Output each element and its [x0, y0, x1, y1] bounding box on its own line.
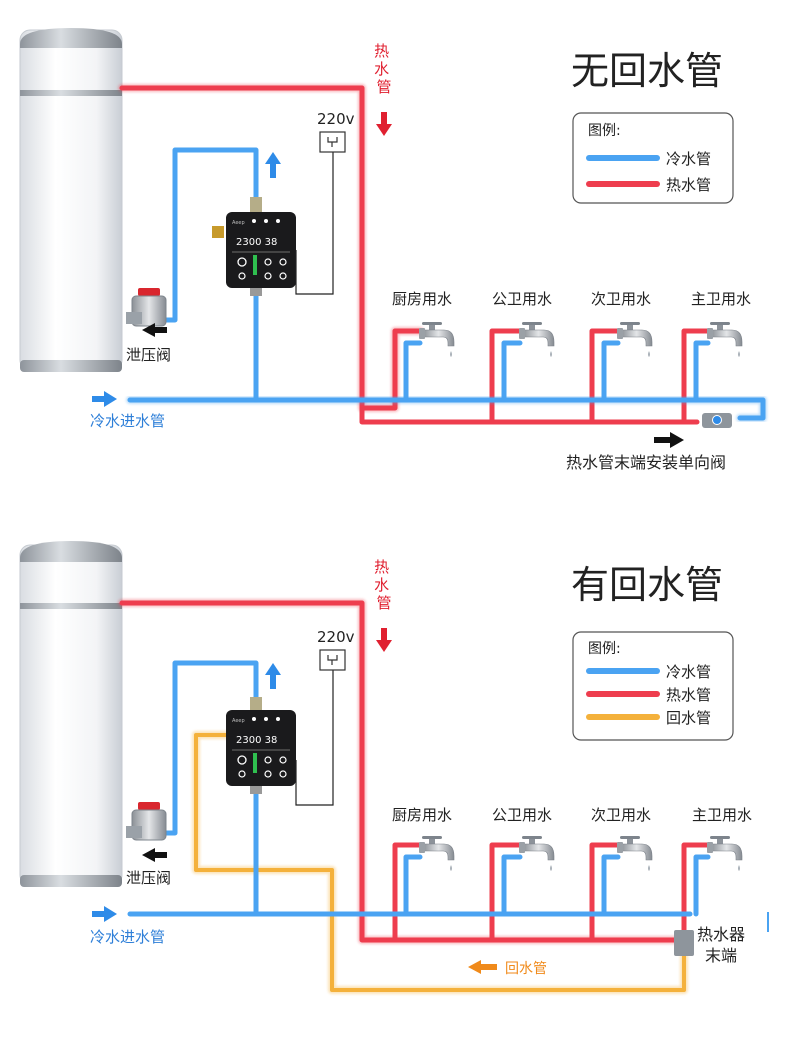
relief-valve-label: 泄压阀 — [126, 346, 171, 364]
hot-water-pipe — [118, 84, 711, 425]
diagram-title: 有回水管 — [571, 563, 723, 607]
hot-flow-arrow-down — [376, 112, 392, 136]
relief-valve-arrow — [142, 848, 167, 862]
legend-item-cold: 冷水管 — [666, 663, 711, 681]
cold-inlet-arrow — [92, 906, 117, 922]
hot-pipe-label: 热 水 管 — [374, 558, 394, 612]
return-flow-arrow — [468, 960, 497, 974]
pump-brand-text: Aeep — [232, 718, 245, 724]
hot-flow-arrow-down — [376, 628, 392, 652]
legend: 图例: 冷水管 热水管 回水管 — [572, 631, 734, 741]
pipe-network — [118, 84, 767, 425]
faucet-icon[interactable] — [706, 321, 743, 358]
tap-label-master-bath: 主卫用水 — [691, 290, 751, 308]
diagram-title: 无回水管 — [571, 49, 723, 93]
cold-inlet-label: 冷水进水管 — [90, 928, 165, 946]
power-socket-icon — [319, 131, 346, 153]
legend-title: 图例: — [588, 123, 621, 139]
pipe-end-fitting-icon — [674, 930, 694, 956]
legend-item-return: 回水管 — [666, 709, 711, 727]
pressure-relief-valve-icon — [126, 802, 167, 841]
power-socket-icon — [319, 649, 346, 671]
faucet-icon[interactable] — [418, 835, 455, 872]
relief-valve-arrow — [142, 323, 167, 337]
tap-label-kitchen: 厨房用水 — [392, 806, 452, 824]
check-valve-arrow — [654, 432, 684, 448]
tap-label-public-bath: 公卫用水 — [492, 290, 552, 308]
diagram-no-return-pipe: Aeep 2300 38 220v 热 水 管 — [19, 28, 767, 472]
hot-pipe-label: 热 水 管 — [374, 42, 394, 96]
faucet-icon[interactable] — [518, 835, 555, 872]
heater-end-label-line1: 热水器 — [697, 925, 745, 944]
end-check-valve-label: 热水管末端安装单向阀 — [566, 453, 726, 472]
faucet-icon[interactable] — [418, 321, 455, 358]
cold-water-pipe — [126, 660, 711, 918]
pump-readout: 2300 38 — [236, 237, 277, 248]
cold-flow-arrow-up — [265, 663, 281, 689]
hot-water-pipe — [118, 599, 711, 944]
water-heater-tank-icon — [19, 541, 123, 887]
tap-label-public-bath: 公卫用水 — [492, 806, 552, 824]
legend-item-hot: 热水管 — [666, 176, 711, 194]
smart-circulation-pump-icon: Aeep 2300 38 — [226, 697, 296, 794]
power-cable — [295, 150, 334, 295]
tap-label-second-bath: 次卫用水 — [591, 806, 651, 824]
smart-circulation-pump-icon: Aeep 2300 38 — [212, 197, 296, 296]
cold-inlet-label: 冷水进水管 — [90, 412, 165, 430]
cold-water-pipe — [126, 147, 767, 422]
cold-flow-arrow-up — [265, 152, 281, 178]
tap-label-second-bath: 次卫用水 — [591, 290, 651, 308]
pump-brand-text: Aeep — [232, 220, 245, 226]
heater-end-label-line2: 末端 — [705, 946, 737, 965]
pipe-network — [118, 599, 711, 994]
tap-label-master-bath: 主卫用水 — [692, 806, 752, 824]
faucet-icon[interactable] — [616, 321, 653, 358]
legend-item-cold: 冷水管 — [666, 150, 711, 168]
pressure-relief-valve-icon — [126, 288, 167, 327]
power-label: 220v — [317, 110, 355, 128]
faucet-icon[interactable] — [706, 835, 743, 872]
cold-inlet-arrow — [92, 391, 117, 407]
relief-valve-label: 泄压阀 — [126, 869, 171, 887]
power-cable — [295, 668, 334, 806]
faucet-icon[interactable] — [616, 835, 653, 872]
power-label: 220v — [317, 628, 355, 646]
pump-readout: 2300 38 — [236, 735, 277, 746]
water-heater-tank-icon — [19, 28, 123, 372]
return-water-pipe — [192, 731, 688, 994]
legend-title: 图例: — [588, 641, 621, 657]
tap-label-kitchen: 厨房用水 — [392, 290, 452, 308]
diagram-with-return-pipe: Aeep 2300 38 220v 热 水 管 — [19, 541, 769, 994]
legend: 图例: 冷水管 热水管 — [572, 112, 734, 204]
legend-item-hot: 热水管 — [666, 686, 711, 704]
check-valve-icon — [702, 413, 732, 428]
faucet-icon[interactable] — [518, 321, 555, 358]
return-pipe-label: 回水管 — [505, 961, 547, 977]
